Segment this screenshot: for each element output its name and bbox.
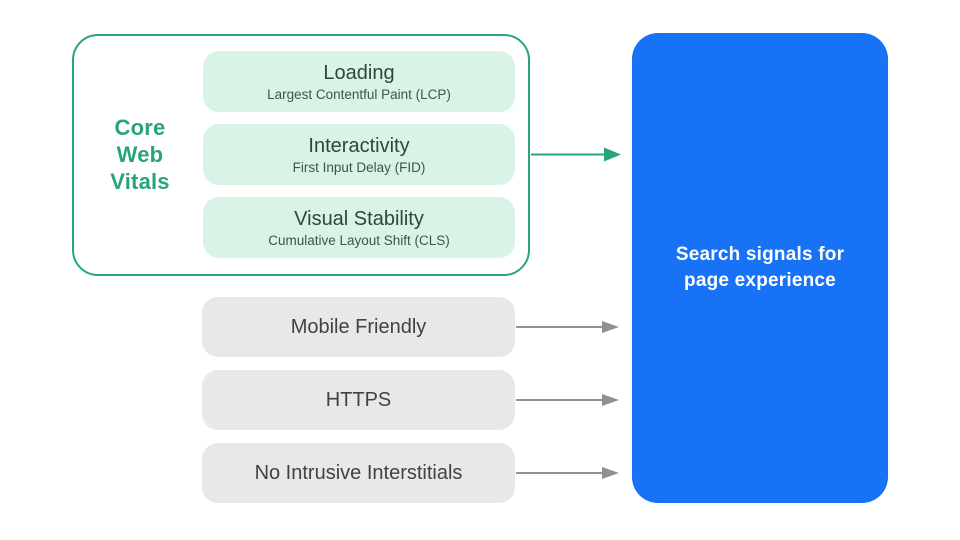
signal-label: HTTPS [325,389,392,411]
signal-no-intrusive-interstitials: No Intrusive Interstitials [202,443,515,503]
signal-label: Mobile Friendly [290,316,427,338]
core-web-vitals-arrow [531,147,621,162]
cwv-card-visual-stability: Visual Stability Cumulative Layout Shift… [203,197,515,258]
core-web-vitals-label: Core Web Vitals [110,115,170,194]
signal-mobile-friendly: Mobile Friendly [202,297,515,357]
no-intrusive-interstitials-arrow [516,467,619,479]
cwv-card-subtitle: Largest Contentful Paint (LCP) [267,86,451,102]
signal-https: HTTPS [202,370,515,430]
signal-label: No Intrusive Interstitials [254,462,463,484]
https-arrow [516,394,619,406]
cwv-card-loading: Loading Largest Contentful Paint (LCP) [203,51,515,112]
cwv-card-title: Loading [323,61,395,84]
cwv-card-interactivity: Interactivity First Input Delay (FID) [203,124,515,185]
search-signals-box: Search signals for page experience [632,33,888,503]
cwv-card-title: Visual Stability [294,207,424,230]
cwv-card-subtitle: Cumulative Layout Shift (CLS) [268,232,450,248]
cwv-card-title: Interactivity [308,134,410,157]
search-signals-label: Search signals for page experience [675,244,845,291]
mobile-friendly-arrow [516,321,619,333]
cwv-card-subtitle: First Input Delay (FID) [292,159,426,175]
